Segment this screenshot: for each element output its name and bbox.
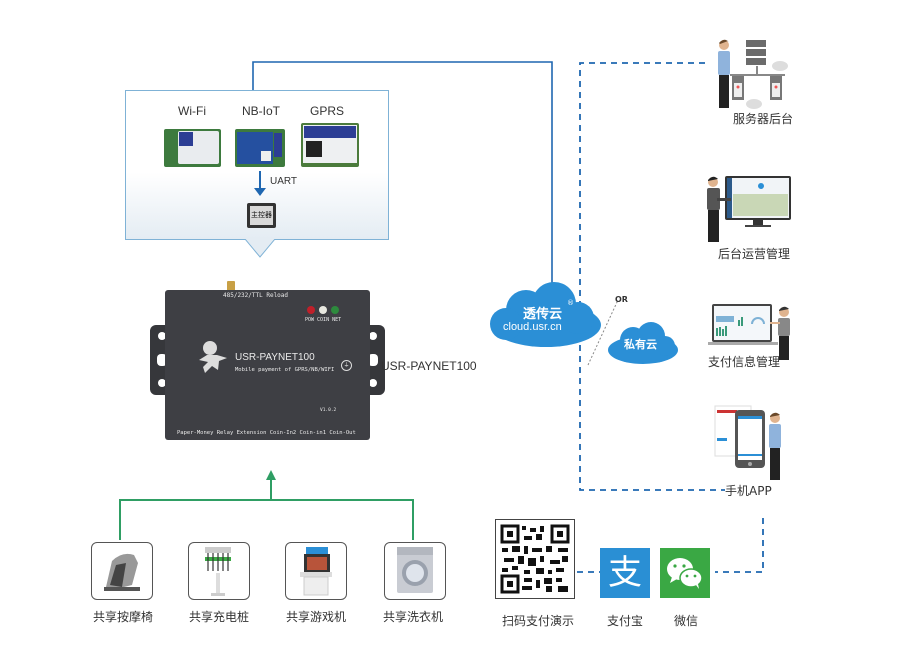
- machine-arcade: [285, 542, 347, 600]
- alipay-label: 支付宝: [607, 614, 644, 628]
- payment-info-icon: [708, 304, 790, 360]
- endpoint-label-operations: 后台运营管理: [718, 247, 791, 261]
- cloud-registered-mark: ®: [567, 299, 574, 307]
- machine-label-arcade: 共享游戏机: [286, 610, 347, 624]
- or-label: OR: [615, 295, 628, 304]
- charging-pile-icon: [205, 547, 231, 596]
- wechat-label: 微信: [674, 614, 699, 628]
- gprs-module-chip: [301, 123, 359, 167]
- operations-dashboard-icon: [707, 176, 791, 242]
- usr-logo-icon: [199, 341, 227, 373]
- transparent-cloud-shape: [490, 282, 601, 347]
- machine-label-charging-pile: 共享充电桩: [189, 610, 250, 624]
- nbiot-module-chip: [235, 129, 285, 167]
- main-controller-label: 主控器: [250, 206, 273, 225]
- arcade-machine-icon: [300, 547, 332, 596]
- machine-label-massage-chair: 共享按摩椅: [93, 610, 154, 624]
- device-model-text: USR-PAYNET100: [235, 352, 315, 363]
- panel-pointer: [245, 239, 275, 258]
- cloud-url: cloud.usr.cn: [503, 321, 562, 333]
- panel-to-cloud-line: [252, 61, 553, 290]
- device-subtitle: Mobile payment of GPRS/NB/WIFI: [235, 367, 335, 373]
- uart-arrow-icon: [254, 171, 266, 196]
- antenna-connector-icon: [227, 281, 235, 293]
- massage-chair-icon: [104, 553, 140, 591]
- top-port-label: 485/232/TTL Reload: [223, 292, 289, 299]
- endpoint-label-server: 服务器后台: [733, 112, 794, 126]
- led-net-icon: [331, 306, 339, 314]
- machine-washing: [384, 542, 446, 600]
- wifi-module-chip: [164, 129, 221, 167]
- cloud-title: 透传云: [523, 307, 563, 322]
- private-cloud-shape: [608, 322, 678, 364]
- modules-panel: Wi-Fi NB-IoT GPRS UART 主控器: [125, 90, 389, 240]
- device-body: 485/232/TTL Reload POW COIN NET USR-PAYN…: [165, 290, 370, 440]
- wechat-icon: [667, 558, 703, 589]
- app-to-payment-line: [715, 518, 764, 573]
- ground-icon: ⏚: [341, 360, 352, 371]
- qr-code[interactable]: [495, 519, 575, 599]
- private-cloud-label: 私有云: [624, 338, 657, 351]
- machine-massage-chair: [91, 542, 153, 600]
- qr-label: 扫码支付演示: [502, 614, 575, 628]
- bottom-ports-label: Paper-Money Relay Extension Coin-In2 Coi…: [177, 430, 356, 436]
- machine-bus-line: [119, 499, 414, 540]
- led-pow-icon: [307, 306, 315, 314]
- device-side-label: USR-PAYNET100: [381, 359, 477, 373]
- endpoint-label-mobile-app: 手机APP: [725, 484, 772, 498]
- qr-code-icon: [500, 524, 570, 594]
- server-admin-icon: [718, 39, 788, 109]
- wechat-button[interactable]: [660, 548, 710, 598]
- device-version: V1.0.2: [320, 408, 337, 413]
- uart-label: UART: [270, 176, 298, 187]
- machine-arrow-icon: [266, 470, 276, 480]
- led-labels: POW COIN NET: [305, 317, 342, 323]
- washing-machine-icon: [397, 547, 433, 593]
- cloud-to-endpoints-line: [579, 62, 725, 491]
- machine-label-washing: 共享洗衣机: [383, 610, 444, 624]
- endpoint-label-payment-info: 支付信息管理: [708, 355, 781, 369]
- machine-charging-pile: [188, 542, 250, 600]
- led-coin-icon: [319, 306, 327, 314]
- alipay-button[interactable]: 支: [600, 548, 650, 598]
- module-label-nbiot: NB-IoT: [242, 104, 281, 118]
- mobile-app-icon: [714, 405, 781, 480]
- module-label-wifi: Wi-Fi: [178, 104, 206, 118]
- main-controller-chip: 主控器: [247, 203, 276, 228]
- alipay-icon: 支: [608, 553, 642, 593]
- module-label-gprs: GPRS: [310, 104, 345, 118]
